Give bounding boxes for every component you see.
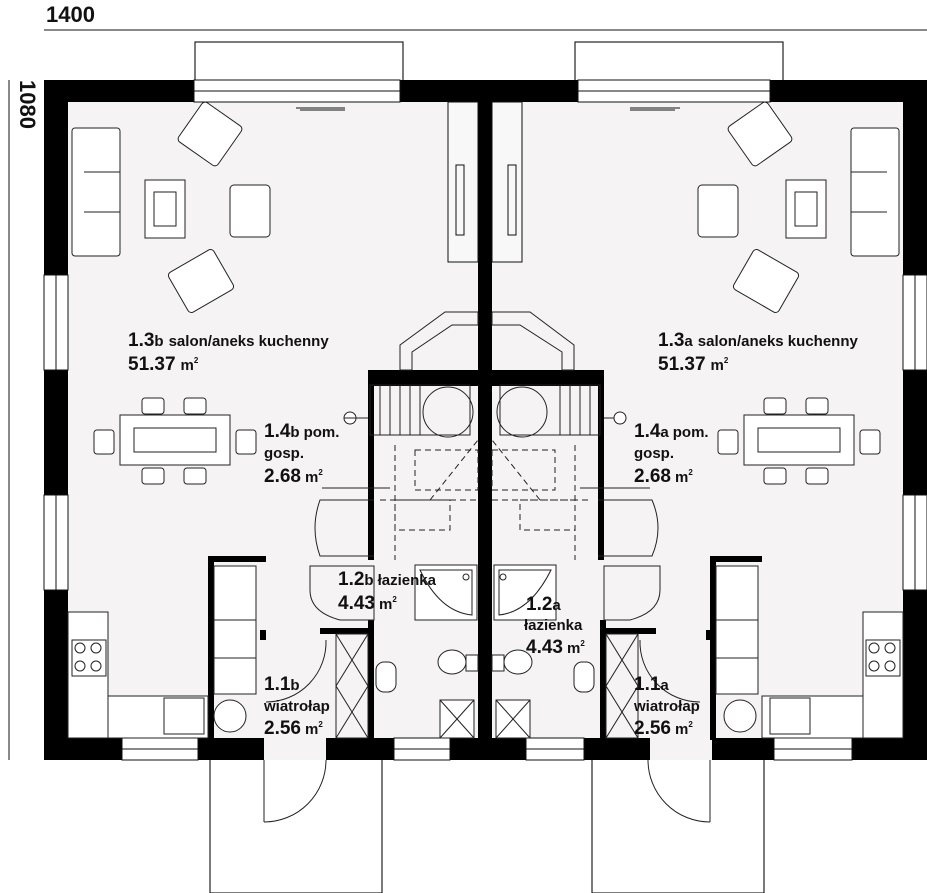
kitchen-right: [715, 565, 904, 739]
pom-a-name2: gosp.: [634, 445, 674, 462]
lazienka-b-name: łazienka: [378, 572, 437, 589]
wiatrolap-a-area: 2.56: [634, 718, 671, 739]
wiatrolap-a-suffix: a: [660, 677, 669, 694]
outer-walls: [44, 80, 927, 760]
pom-b-area: 2.68: [264, 466, 301, 487]
pom-a-area: 2.68: [634, 466, 671, 487]
salon-b-exp: 2: [194, 356, 199, 365]
wiatrolap-a-code: 1.1: [634, 674, 661, 695]
salon-a-name: salon/aneks kuchenny: [698, 333, 859, 350]
salon-b-name: salon/aneks kuchenny: [169, 333, 330, 350]
salon-b-suffix: b: [154, 333, 163, 350]
salon-a-area: 51.37: [658, 354, 706, 375]
pom-b-suffix: b: [290, 424, 299, 441]
wardrobes: [335, 633, 639, 739]
pom-b-exp: 2: [318, 468, 323, 477]
lazienka-a-exp: 2: [580, 639, 585, 648]
label-salon-b: 1.3b salon/aneks kuchenny 51.37 m2: [128, 330, 329, 375]
salon-b-code: 1.3: [128, 330, 154, 351]
entrance-step-left: [209, 739, 383, 893]
lazienka-b-exp: 2: [392, 595, 397, 604]
svg-text:1.2a: 1.2a: [526, 594, 561, 615]
svg-text:1.1a: 1.1a: [634, 674, 669, 695]
entrance-doors: [263, 639, 711, 823]
pom-a-exp: 2: [688, 468, 693, 477]
svg-text:1.1b: 1.1b: [264, 674, 300, 695]
salon-a-suffix: a: [684, 333, 693, 350]
lazienka-a-suffix: a: [552, 597, 561, 614]
pom-a-suffix: a: [660, 424, 669, 441]
salon-b-area: 51.37: [128, 354, 176, 375]
interior-walls: [208, 370, 762, 740]
pom-a-unit: m: [675, 469, 688, 486]
windows: [43, 79, 927, 761]
lazienka-a-area: 4.43: [526, 637, 563, 658]
living-furniture-left: [71, 101, 271, 485]
pom-a-name: pom.: [673, 424, 709, 441]
wiatrolap-b-suffix: b: [290, 677, 299, 694]
label-salon-a: 1.3a salon/aneks kuchenny 51.37 m2: [658, 330, 858, 375]
lazienka-a-unit: m: [567, 640, 580, 657]
salon-a-unit: m: [711, 357, 724, 374]
salon-a-exp: 2: [724, 356, 729, 365]
wiatrolap-a-unit: m: [675, 721, 688, 738]
lazienka-b-code: 1.2: [338, 569, 364, 590]
wiatrolap-b-exp: 2: [318, 720, 323, 729]
height-dimension-label: 1080: [15, 80, 40, 129]
salon-b-unit: m: [181, 357, 194, 374]
lazienka-b-unit: m: [379, 596, 392, 613]
lazienka-b-area: 4.43: [338, 593, 375, 614]
wiatrolap-b-area: 2.56: [264, 718, 301, 739]
terrace-window-box-right: [574, 41, 784, 83]
living-furniture-right: [697, 101, 900, 485]
pom-b-code: 1.4: [264, 421, 291, 442]
staircase: [314, 311, 659, 560]
kitchen-left: [67, 565, 257, 739]
pom-b-unit: m: [305, 469, 318, 486]
wiatrolap-b-unit: m: [305, 721, 318, 738]
lazienka-b-suffix: b: [364, 572, 373, 589]
width-dimension-label: 1400: [46, 2, 95, 27]
entrance-step-right: [591, 739, 765, 893]
salon-a-code: 1.3: [658, 330, 684, 351]
terrace-window-box-left: [194, 41, 404, 83]
lazienka-a-name: łazienka: [524, 617, 583, 634]
pom-b-name2: gosp.: [264, 445, 304, 462]
bathroom-fixtures: [309, 564, 661, 739]
wiatrolap-b-name: wiatrołap: [263, 698, 330, 715]
wiatrolap-a-exp: 2: [688, 720, 693, 729]
pom-a-code: 1.4: [634, 421, 661, 442]
wiatrolap-b-code: 1.1: [264, 674, 291, 695]
pom-b-name: pom.: [304, 424, 340, 441]
lazienka-a-code: 1.2: [526, 594, 552, 615]
sliding-doors: [296, 101, 680, 263]
wiatrolap-a-name: wiatrołap: [633, 698, 700, 715]
